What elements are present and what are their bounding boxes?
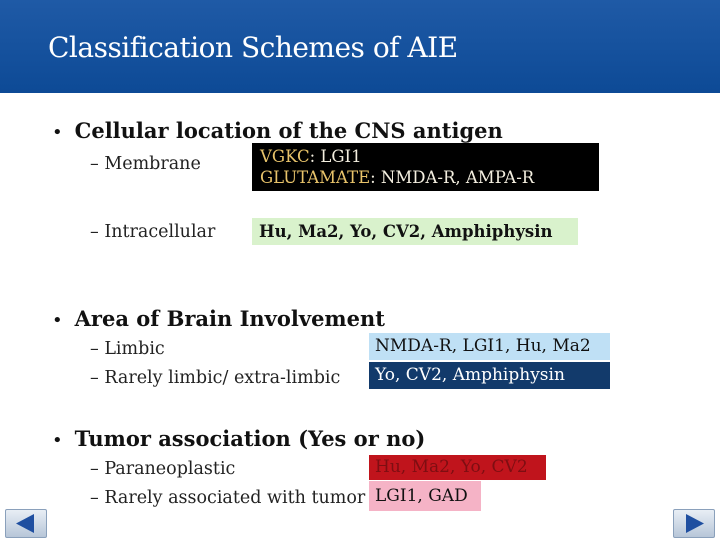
arrow-right-icon [686, 514, 704, 533]
limbic-antigens-box: NMDA-R, LGI1, Hu, Ma2 [369, 333, 610, 360]
antigen-vgkc: VGKC [260, 147, 310, 166]
sub-item-extra-limbic: – Rarely limbic/ extra-limbic [90, 368, 341, 388]
next-slide-button[interactable] [673, 509, 715, 538]
bullet-brain-involvement: • Area of Brain Involvement [52, 306, 385, 331]
bullet-text: Tumor association (Yes or no) [74, 426, 426, 451]
sub-item-membrane: – Membrane [90, 154, 201, 174]
bullet-marker: • [52, 430, 63, 451]
paraneoplastic-antigens-box: Hu, Ma2, Yo, CV2 [369, 455, 546, 480]
membrane-antigens-box: VGKC: LGI1 GLUTAMATE: NMDA-R, AMPA-R [252, 143, 599, 191]
antigen-glutamate-receptors: : NMDA-R, AMPA-R [370, 168, 535, 187]
rarely-tumor-antigens-box: LGI1, GAD [369, 481, 481, 511]
antigen-lgi1: : LGI1 [309, 147, 362, 166]
slide-header: Classification Schemes of AIE [0, 0, 720, 93]
sub-item-limbic: – Limbic [90, 339, 165, 359]
bullet-tumor-association: • Tumor association (Yes or no) [52, 426, 425, 451]
bullet-marker: • [52, 310, 63, 331]
slide-title: Classification Schemes of AIE [48, 31, 458, 64]
membrane-line-1: VGKC: LGI1 [260, 146, 591, 167]
arrow-left-icon [16, 514, 34, 533]
sub-item-paraneoplastic: – Paraneoplastic [90, 459, 236, 479]
bullet-text: Area of Brain Involvement [74, 306, 385, 331]
antigen-glutamate: GLUTAMATE [260, 168, 371, 187]
bullet-marker: • [52, 122, 63, 143]
intracellular-antigens-box: Hu, Ma2, Yo, CV2, Amphiphysin [252, 218, 578, 245]
sub-item-intracellular: – Intracellular [90, 222, 216, 242]
membrane-line-2: GLUTAMATE: NMDA-R, AMPA-R [260, 167, 591, 188]
previous-slide-button[interactable] [5, 509, 47, 538]
bullet-text: Cellular location of the CNS antigen [74, 118, 503, 143]
extra-limbic-antigens-box: Yo, CV2, Amphiphysin [369, 362, 610, 389]
sub-item-rarely-tumor: – Rarely associated with tumor [90, 488, 366, 508]
bullet-cellular-location: • Cellular location of the CNS antigen [52, 118, 503, 143]
